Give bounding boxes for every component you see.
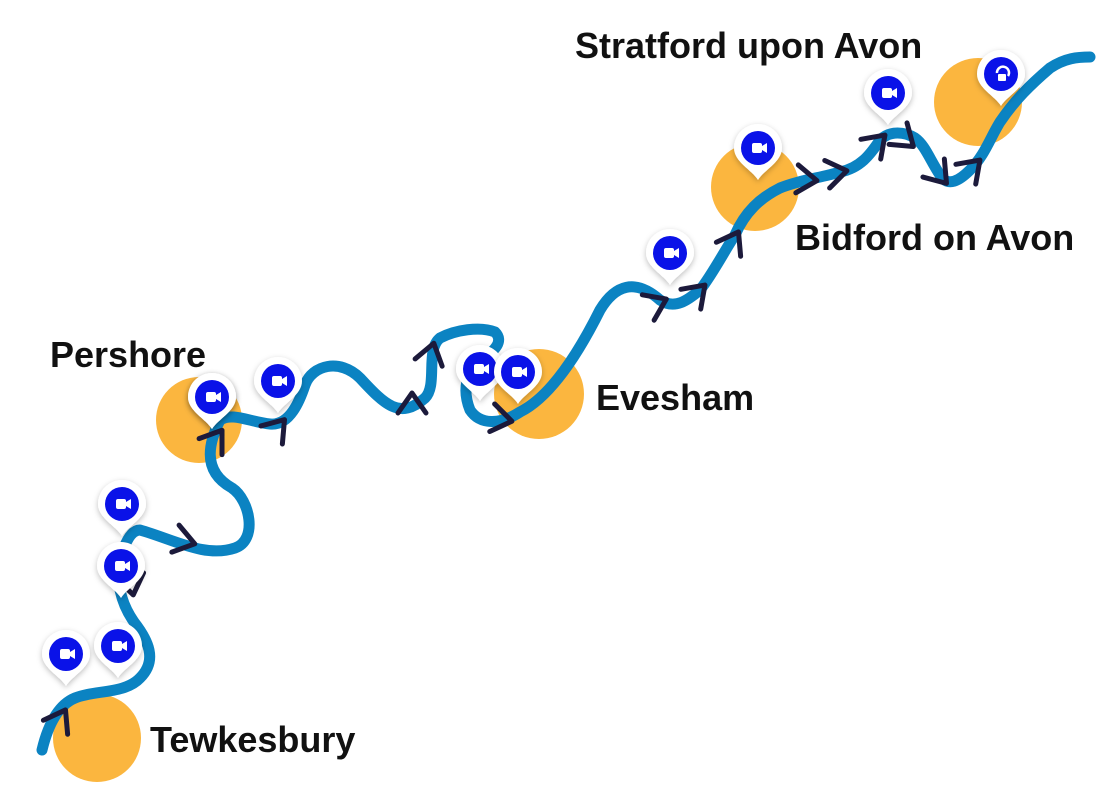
flow-arrow-10 [678,282,708,312]
map-pin-9[interactable] [494,348,542,404]
map-pin-2[interactable] [94,622,142,678]
lock-rotate-icon [995,65,1011,81]
video-camera-icon [112,641,127,651]
video-camera-icon [474,364,489,374]
flow-arrow-4 [196,427,225,458]
town-label-evesham: Evesham [596,377,754,418]
flow-arrow-7 [412,340,445,369]
flow-arrow-5 [258,417,287,447]
flow-arrow-11 [713,229,744,259]
flow-arrow-12 [793,162,820,196]
map-pin-4[interactable] [98,480,146,536]
map-pin-12[interactable] [864,69,912,125]
town-label-stratford: Stratford upon Avon [575,25,922,66]
flow-arrow-6 [395,390,429,416]
flow-arrow-13 [822,157,850,191]
map-pin-7[interactable] [254,357,302,413]
flow-arrow-8 [487,401,515,435]
map-pin-8[interactable] [456,345,504,401]
video-camera-icon [206,392,221,402]
town-circle-tewkesbury [53,694,141,782]
video-camera-icon [60,649,75,659]
video-camera-icon [882,88,897,98]
map-pin-13[interactable] [977,50,1025,106]
video-camera-icon [752,143,767,153]
video-camera-icon [512,367,527,377]
flow-arrow-16 [920,156,949,186]
map-pin-6[interactable] [188,373,236,429]
map-pin-11[interactable] [734,124,782,180]
town-circles [53,58,1022,782]
flow-arrow-1 [40,707,71,737]
flow-arrow-17 [953,157,983,187]
camera-pins [42,50,1025,686]
town-circle-bidford [711,143,799,231]
flow-arrow-9 [639,292,669,323]
video-camera-icon [272,376,287,386]
video-camera-icon [116,499,131,509]
map-pin-3[interactable] [97,542,145,598]
video-camera-icon [664,248,679,258]
map-pin-1[interactable] [42,630,90,686]
town-label-tewkesbury: Tewkesbury [150,719,355,760]
flow-arrow-3 [169,522,198,555]
map-pin-10[interactable] [646,229,694,285]
flow-arrow-14 [858,132,888,162]
town-label-bidford: Bidford on Avon [795,217,1074,258]
flow-arrow-15 [886,120,916,149]
video-camera-icon [115,561,130,571]
town-label-pershore: Pershore [50,334,206,375]
